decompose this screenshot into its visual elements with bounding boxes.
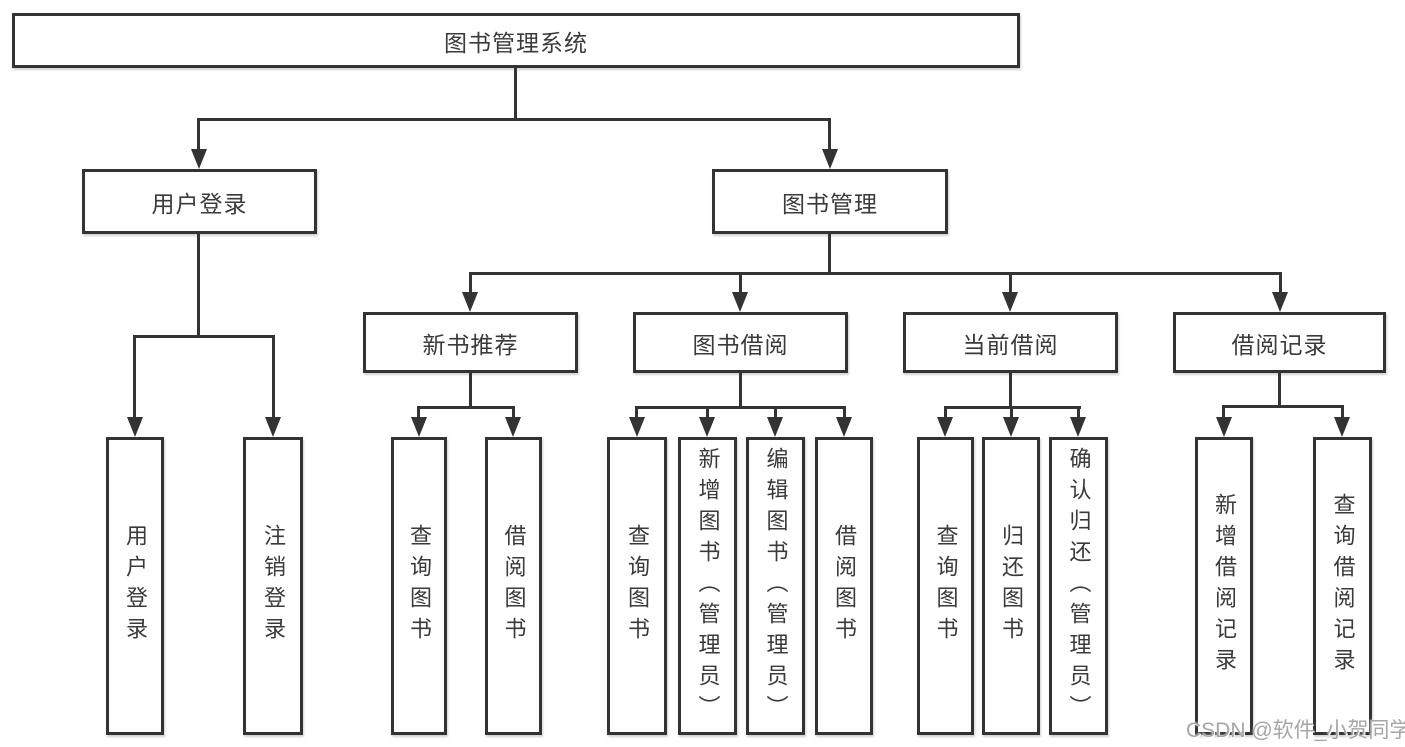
connector-root-stub [514,68,517,121]
arrow-down-icon [265,417,281,437]
csdn-watermark: CSDN @软件_小贺同学 [1186,719,1405,742]
connector-group0-stub [469,373,472,406]
arrow-down-icon [411,417,427,437]
connector-leaf-stem [774,406,777,418]
leaf-label: 归还图书 [999,524,1024,648]
connector-leaf-stem [417,406,420,418]
leaf-confirm-return-admin: 确认归还（管理员） [1049,437,1108,735]
leaf-label: 借阅图书 [501,524,527,648]
arrow-down-icon [767,417,783,437]
node-label: 图书管理系统 [444,29,588,56]
node-library-management-system: 图书管理系统 [12,13,1020,68]
connector-user-login-rail [133,335,275,338]
connector-user-login-stem [197,118,200,152]
arrow-down-icon [505,417,521,437]
connector-group1-rail [635,406,846,409]
leaf-borrow-books: 借阅图书 [815,437,873,735]
node-book-borrowing: 图书借阅 [633,312,848,373]
connector-group-stem [739,272,742,294]
leaf-add-borrow-record: 新增借阅记录 [1195,437,1253,735]
connector-leaf-stem [133,335,136,417]
node-book-management: 图书管理 [712,169,948,234]
node-current-borrowing: 当前借阅 [903,312,1118,373]
leaf-label: 查询图书 [625,524,650,648]
leaf-query-books: 查询图书 [607,437,667,735]
node-label: 新书推荐 [422,331,519,358]
connector-book-mgmt-stub [828,234,831,272]
connector-root-rail [197,118,831,121]
node-borrowing-records: 借阅记录 [1173,312,1386,373]
arrow-down-icon [1070,417,1086,437]
connector-user-login-stub [197,234,200,335]
arrow-down-icon [1003,417,1019,437]
leaf-return-books: 归还图书 [982,437,1040,735]
leaf-logout: 注销登录 [243,437,303,735]
connector-leaf-stem [1077,406,1080,418]
connector-group1-stub [739,373,742,406]
leaf-label: 确认归还（管理员） [1066,446,1092,726]
node-label: 当前借阅 [962,331,1059,358]
arrow-down-icon [1002,292,1018,312]
arrow-down-icon [699,417,715,437]
arrow-down-icon [1334,417,1350,437]
leaf-label: 查询图书 [933,524,959,648]
connector-leaf-stem [706,406,709,418]
connector-leaf-stem [272,335,275,417]
leaf-edit-books-admin: 编辑图书（管理员） [746,437,805,735]
leaf-borrow-books: 借阅图书 [485,437,542,735]
leaf-add-books-admin: 新增图书（管理员） [678,437,737,735]
connector-group-stem [469,272,472,294]
connector-group3-stub [1278,373,1281,405]
leaf-label: 注销登录 [261,524,286,648]
connector-group0-rail [417,406,515,409]
leaf-label: 新增借阅记录 [1212,493,1237,679]
connector-leaf-stem [512,406,515,418]
arrow-down-icon [462,292,478,312]
connector-group-stem [1279,272,1282,294]
leaf-label: 查询借阅记录 [1330,493,1356,679]
connector-book-mgmt-stem [828,118,831,152]
node-new-book-recommendation: 新书推荐 [363,312,578,373]
connector-group-stem [1009,272,1012,294]
connector-leaf-stem [635,406,638,418]
leaf-label: 借阅图书 [832,524,857,648]
leaf-query-borrow-record: 查询借阅记录 [1313,437,1372,735]
connector-leaf-stem [944,406,947,418]
arrow-down-icon [127,417,143,437]
node-user-login: 用户登录 [82,169,317,234]
connector-group3-rail [1222,405,1344,408]
leaf-query-books: 查询图书 [917,437,974,735]
arrow-down-icon [629,417,645,437]
leaf-query-books: 查询图书 [391,437,447,735]
leaf-label: 用户登录 [123,524,148,648]
node-label: 借阅记录 [1231,331,1328,358]
connector-leaf-stem [1010,406,1013,418]
arrow-down-icon [732,292,748,312]
arrow-down-icon [836,417,852,437]
connector-group2-stub [1009,373,1012,406]
arrow-down-icon [937,417,953,437]
arrow-down-icon [191,149,207,169]
connector-leaf-stem [1222,405,1225,418]
leaf-label: 新增图书（管理员） [695,446,721,726]
node-label: 图书管理 [782,190,878,217]
node-label: 图书借阅 [692,331,789,358]
node-label: 用户登录 [151,190,248,217]
arrow-down-icon [822,149,838,169]
leaf-label: 编辑图书（管理员） [763,446,789,726]
leaf-user-login: 用户登录 [106,437,164,735]
connector-book-mgmt-rail [469,272,1282,275]
connector-leaf-stem [1341,405,1344,418]
leaf-label: 查询图书 [407,524,432,648]
arrow-down-icon [1272,292,1288,312]
arrow-down-icon [1216,417,1232,437]
connector-leaf-stem [843,406,846,418]
